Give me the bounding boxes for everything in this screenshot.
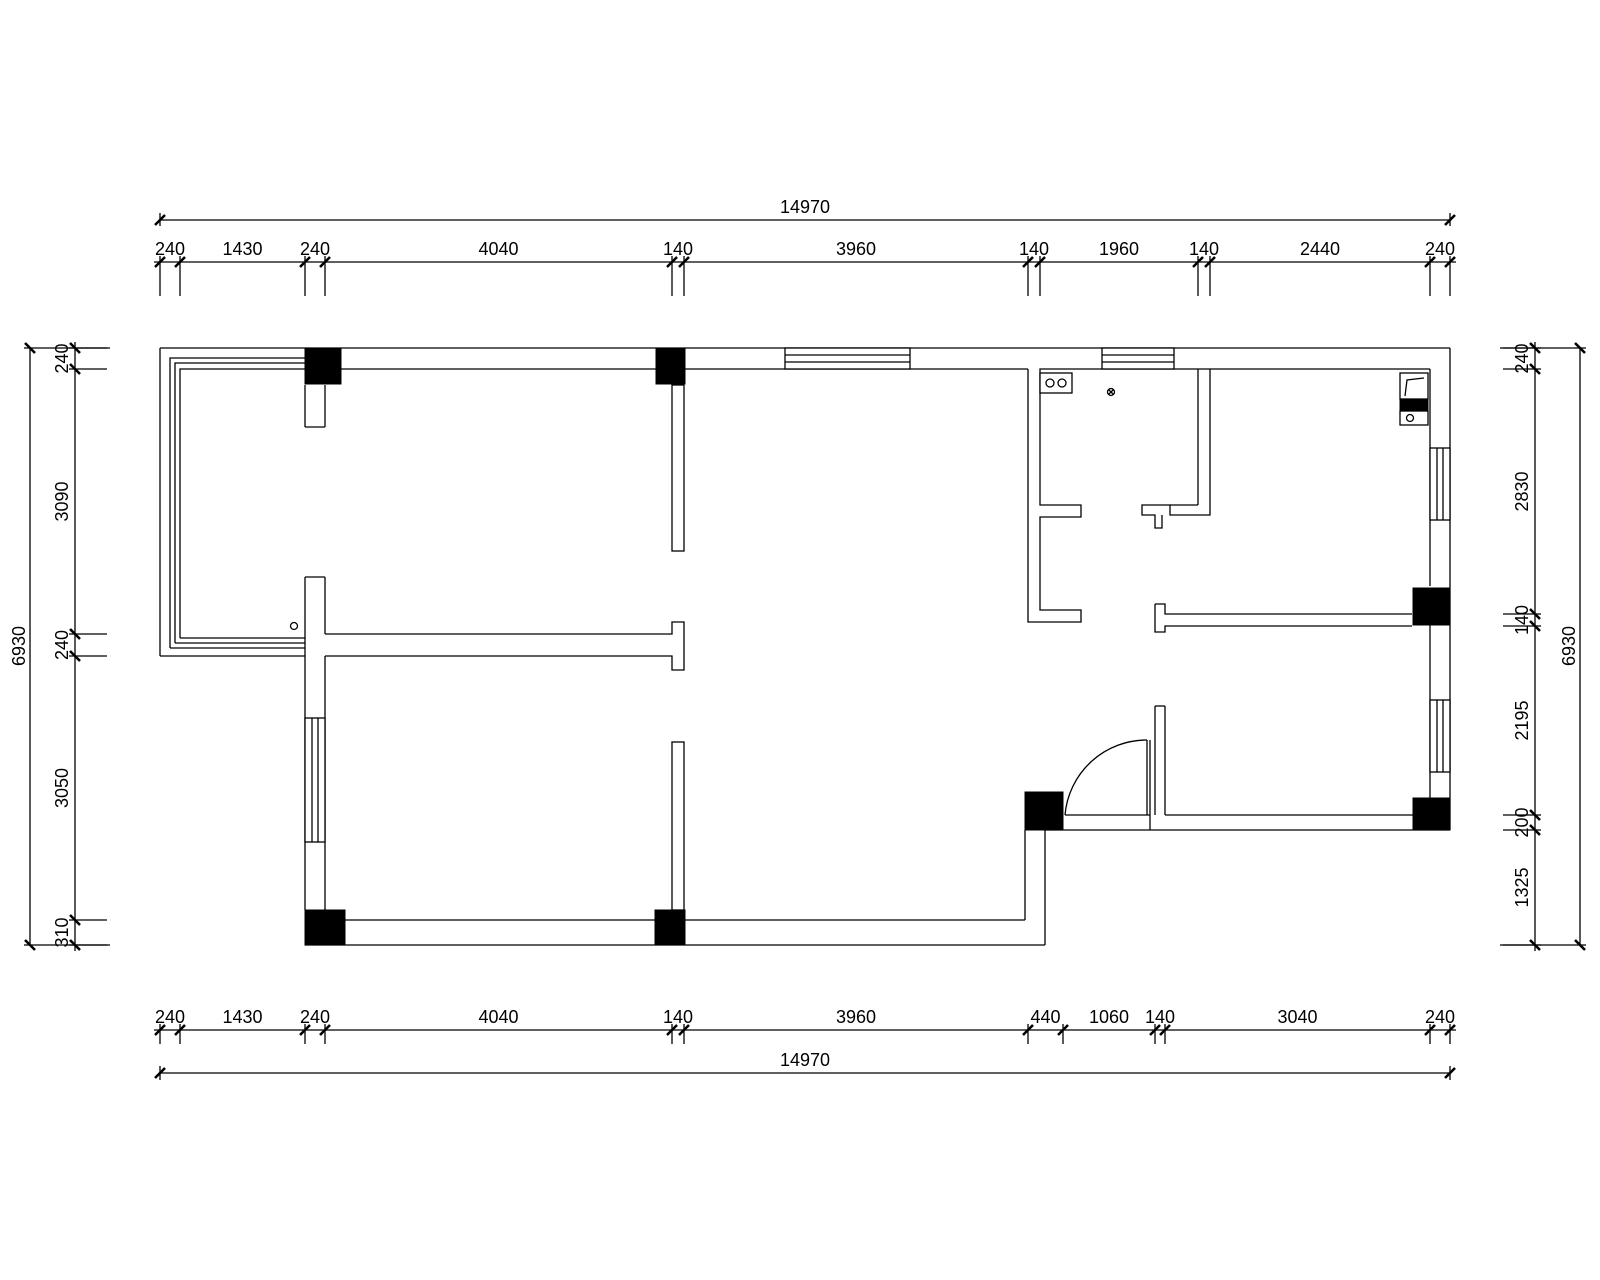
top-dimension-5: 3960 xyxy=(836,239,876,259)
drain-icon xyxy=(289,621,299,631)
top-dimension-0: 240 xyxy=(155,239,185,259)
column xyxy=(1412,797,1451,831)
bottom-dimension-3: 4040 xyxy=(478,1007,518,1027)
right-overall-dimension: 6930 xyxy=(1559,626,1579,666)
bottom-overall-dimension: 14970 xyxy=(780,1050,830,1070)
top-dimension-3: 4040 xyxy=(478,239,518,259)
bottom-dimension-8: 140 xyxy=(1145,1007,1175,1027)
right-dimension-0: 240 xyxy=(1512,343,1532,373)
top-overall-dimension: 14970 xyxy=(780,197,830,217)
windows xyxy=(304,347,1451,843)
top-dimension-10: 240 xyxy=(1425,239,1455,259)
column xyxy=(1024,791,1064,831)
bottom-dimension-9: 3040 xyxy=(1277,1007,1317,1027)
dimension-lines xyxy=(24,213,1586,1080)
bottom-dimension-1: 1430 xyxy=(222,1007,262,1027)
right-dimension-1: 2830 xyxy=(1512,471,1532,511)
structural-columns xyxy=(304,347,1451,946)
top-dimension-8: 140 xyxy=(1189,239,1219,259)
top-dimension-1: 1430 xyxy=(222,239,262,259)
bottom-dimension-5: 3960 xyxy=(836,1007,876,1027)
left-overall-dimension: 6930 xyxy=(9,626,29,666)
top-dimension-7: 1960 xyxy=(1099,239,1139,259)
bottom-dimension-7: 1060 xyxy=(1089,1007,1129,1027)
left-dimension-1: 3090 xyxy=(52,481,72,521)
column xyxy=(304,909,346,946)
left-dimension-0: 240 xyxy=(52,343,72,373)
bottom-dimension-0: 240 xyxy=(155,1007,185,1027)
dimension-labels: 14970 14970 6930 6930 240 1430 240 4040 140 3… xyxy=(9,197,1579,1070)
right-dimension-3: 2195 xyxy=(1512,700,1532,740)
column xyxy=(654,909,686,946)
bottom-dimension-6: 440 xyxy=(1030,1007,1060,1027)
water-heater-icon xyxy=(1399,372,1429,426)
top-dimension-6: 140 xyxy=(1019,239,1049,259)
bottom-dimension-4: 140 xyxy=(663,1007,693,1027)
column xyxy=(655,347,686,385)
column xyxy=(304,347,342,385)
stove-icon xyxy=(1039,372,1073,394)
right-dimension-5: 1325 xyxy=(1512,867,1532,907)
top-dimension-4: 140 xyxy=(663,239,693,259)
bottom-dimension-10: 240 xyxy=(1425,1007,1455,1027)
plan-walls xyxy=(159,347,1451,946)
top-dimension-2: 240 xyxy=(300,239,330,259)
floor-drain-icon xyxy=(1106,387,1116,397)
left-dimension-3: 3050 xyxy=(52,768,72,808)
left-dimension-4: 310 xyxy=(52,917,72,947)
right-dimension-4: 200 xyxy=(1512,807,1532,837)
right-dimension-2: 140 xyxy=(1512,605,1532,635)
fixtures xyxy=(289,372,1429,631)
bottom-dimension-2: 240 xyxy=(300,1007,330,1027)
column xyxy=(1412,587,1451,626)
top-dimension-9: 2440 xyxy=(1300,239,1340,259)
left-dimension-2: 240 xyxy=(52,630,72,660)
